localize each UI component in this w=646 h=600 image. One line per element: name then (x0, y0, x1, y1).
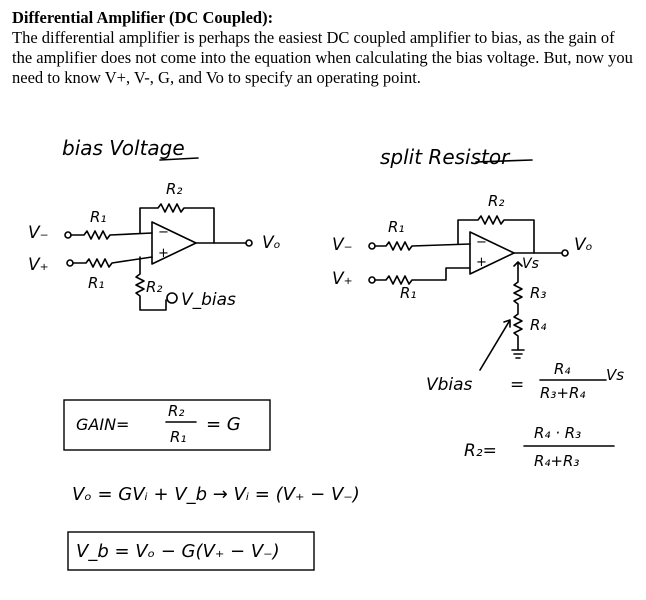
right-vminus-terminal (368, 242, 376, 250)
split-heading-underline (475, 159, 533, 163)
right-r1-bottom-resistor (374, 267, 471, 285)
left-vminus-label: V₋ (28, 223, 49, 243)
vbias-denominator: R₃+R₄ (540, 384, 585, 402)
left-vo-label: Vₒ (262, 233, 281, 253)
left-vbias-source-icon (166, 292, 178, 304)
right-circuit: − + V₋ R₁ V₊ R₁ R₂ Vₒ Vs R₃ R₄ (332, 192, 593, 371)
vb-equation: V_b = Vₒ − G(V₊ − V₋) (76, 541, 280, 562)
right-r2-top-label: R₂ (488, 192, 504, 210)
vbias-equals: = (510, 375, 524, 395)
right-opamp-icon (469, 231, 515, 275)
left-r2-feedback-resistor (139, 203, 215, 244)
right-vbias-pointer-arrow (479, 319, 511, 371)
right-r1-top-resistor (374, 241, 471, 251)
left-r1-top-resistor (70, 230, 153, 240)
left-opamp-plus: + (158, 246, 169, 261)
left-vplus-terminal (66, 259, 74, 267)
right-vplus-label: V₊ (332, 269, 353, 289)
left-opamp-icon (151, 221, 197, 265)
left-vo-terminal (245, 239, 253, 247)
gain-denominator: R₁ (170, 428, 186, 446)
left-r1-bottom-label: R₁ (88, 274, 104, 292)
left-r1-bottom-resistor (72, 256, 153, 268)
left-opamp-minus: − (158, 225, 169, 240)
split-resistor-heading: split Resistor (380, 145, 511, 169)
gain-rhs: = G (206, 414, 241, 435)
document-paragraph: The differential amplifier is perhaps th… (12, 28, 633, 87)
right-vplus-terminal (368, 276, 376, 284)
left-circuit: − + V₋ R₁ V₊ R₁ R₂ Vₒ R₂ V_bias (28, 180, 281, 311)
right-opamp-minus: − (476, 235, 487, 250)
left-r2-top-label: R₂ (166, 180, 182, 198)
document-text: Differential Amplifier (DC Coupled): The… (12, 8, 638, 88)
right-vo-terminal (561, 249, 569, 257)
right-vs-label: Vs (522, 256, 539, 272)
equations: GAIN= R₂ R₁ = G Vbias = R₄ R₃+R₄ Vs R₂= … (63, 360, 624, 571)
right-r2-feedback-resistor (457, 215, 535, 254)
gain-numerator: R₂ (168, 402, 184, 420)
left-vminus-terminal (64, 231, 72, 239)
left-r2-bottom-label: R₂ (146, 278, 162, 296)
document-title: Differential Amplifier (DC Coupled): (12, 8, 274, 27)
r2-label: R₂= (464, 441, 497, 461)
left-r2-bias-resistor (135, 256, 167, 311)
left-vbias-label: V_bias (181, 290, 236, 310)
vb-equation-box (67, 531, 315, 571)
vbias-numerator: R₄ (554, 360, 570, 378)
right-r3-label: R₃ (530, 284, 546, 302)
right-ground-icon (511, 349, 525, 359)
bias-voltage-heading: bias Voltage (62, 136, 185, 160)
right-vs-arrow-icon (513, 261, 523, 269)
vbias-vs: Vs (606, 366, 624, 384)
r2-numerator: R₄ · R₃ (534, 424, 581, 442)
right-r1-bottom-label: R₁ (400, 284, 416, 302)
right-vo-label: Vₒ (574, 235, 593, 255)
bias-heading-underline (159, 157, 199, 161)
vo-equation: Vₒ = GVᵢ + V_b → Vᵢ = (V₊ − V₋) (72, 484, 360, 505)
left-vplus-label: V₊ (28, 255, 49, 275)
vbias-label: Vbias (426, 375, 473, 395)
gain-equation-box (63, 399, 271, 451)
left-r1-top-label: R₁ (90, 208, 106, 226)
gain-label: GAIN= (76, 415, 129, 434)
right-r1-top-label: R₁ (388, 218, 404, 236)
right-r4-label: R₄ (530, 316, 546, 334)
right-r3-r4-divider (513, 267, 523, 351)
r2-denominator: R₄+R₃ (534, 452, 579, 470)
right-vminus-label: V₋ (332, 235, 353, 255)
right-opamp-plus: + (476, 255, 487, 270)
